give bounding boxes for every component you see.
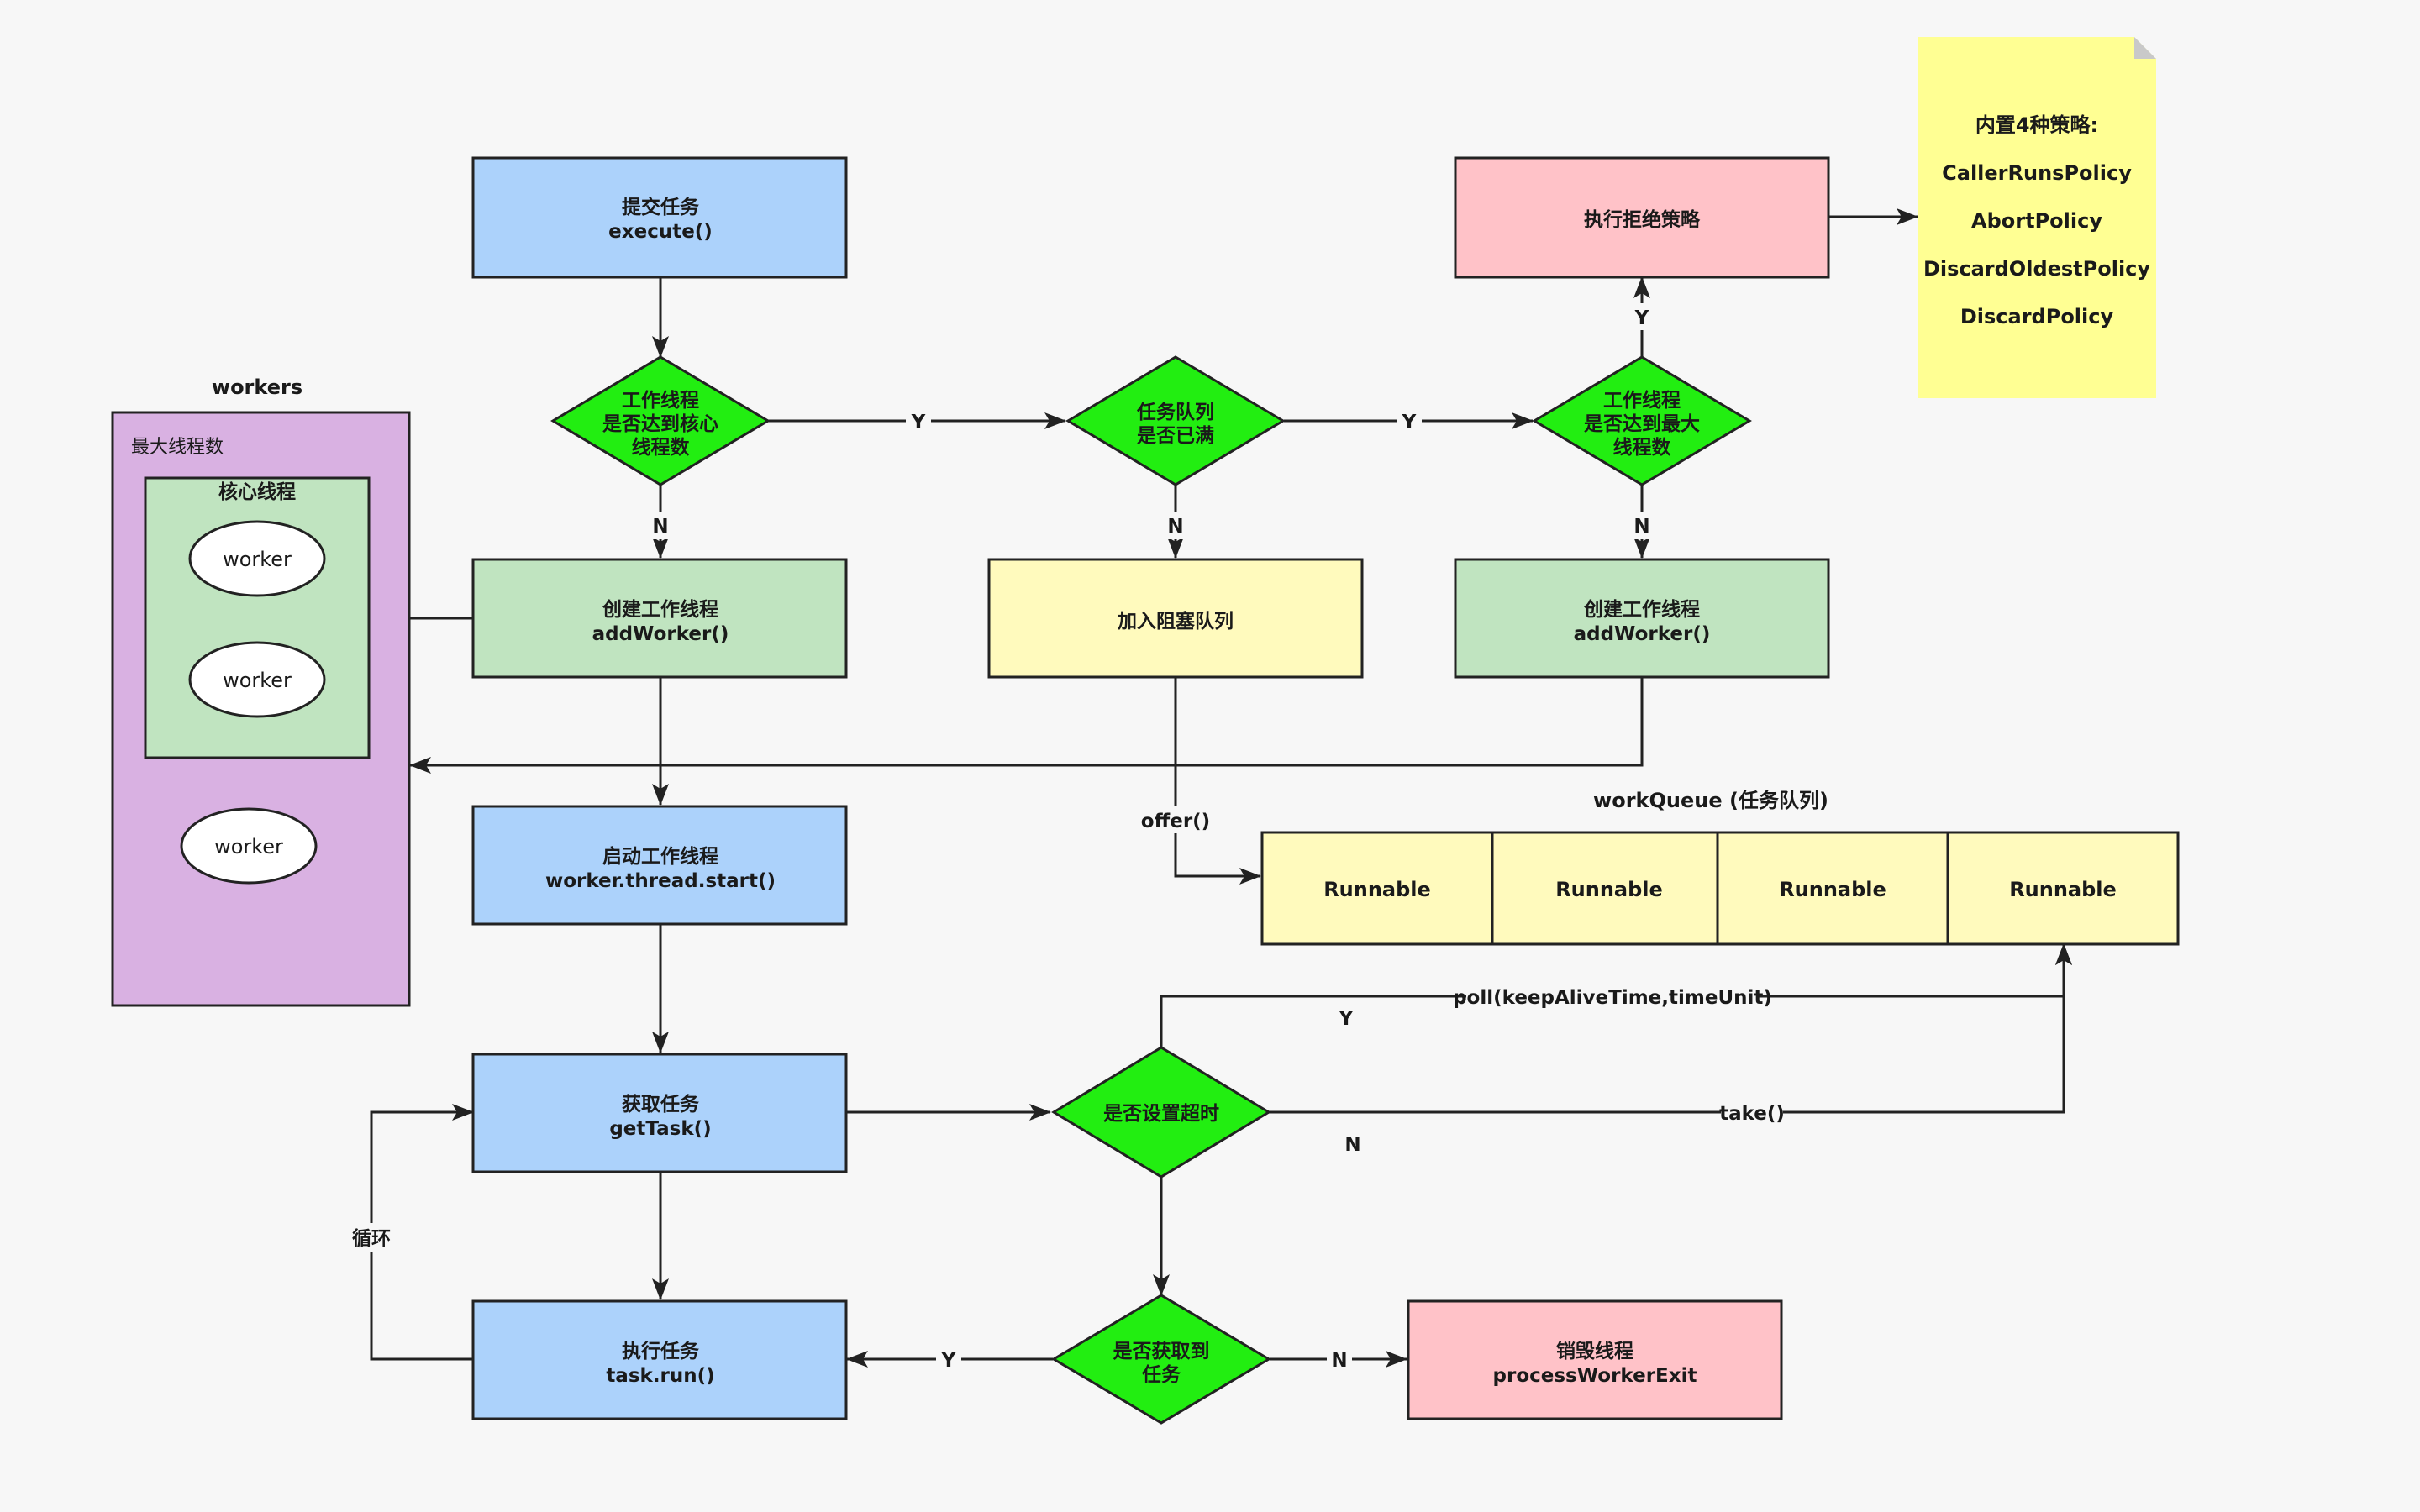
core-check-line1: 工作线程 xyxy=(622,389,699,412)
work-queue-title: workQueue (任务队列) xyxy=(1593,789,1828,812)
edge-add-queue-offer xyxy=(1174,677,1261,885)
core-worker-2 xyxy=(188,641,326,718)
destroy-line2: processWorkerExit xyxy=(1493,1365,1697,1387)
work-queue-slot-4 xyxy=(1946,831,2180,946)
create-worker-2-box xyxy=(1454,558,1830,679)
add-queue-line1: 加入阻塞队列 xyxy=(1117,610,1234,633)
run-task-line1: 执行任务 xyxy=(622,1340,700,1362)
label-got-task-yes: Y xyxy=(941,1350,956,1372)
submit-box xyxy=(471,156,848,279)
start-worker-box xyxy=(471,805,848,926)
core-worker-2-label: worker xyxy=(223,669,292,692)
max-check-line3: 线程数 xyxy=(1613,436,1672,459)
queue-full-diamond xyxy=(1065,355,1286,486)
label-queue-full-no: N xyxy=(1167,516,1183,538)
label-core-check-no: N xyxy=(652,516,668,538)
core-worker-1 xyxy=(188,520,326,597)
core-worker-1-label: worker xyxy=(223,548,292,571)
work-queue-item-2: Runnable xyxy=(1555,878,1663,901)
edge-take xyxy=(1269,943,2072,1114)
max-check-line1: 工作线程 xyxy=(1603,389,1681,412)
policies-note-body xyxy=(1918,37,2156,398)
label-offer: offer() xyxy=(1141,811,1210,832)
policy-caller-runs: CallerRunsPolicy xyxy=(1942,161,2132,185)
work-queue-slot-2 xyxy=(1491,831,1719,946)
label-poll-yes: Y xyxy=(1339,1008,1354,1030)
create-worker-1-line1: 创建工作线程 xyxy=(602,598,718,621)
edge-create-worker-2-to-workers xyxy=(409,677,1644,774)
node-labels: 提交任务 execute() 执行拒绝策略 工作线程 是否达到核心 线程数 任务… xyxy=(545,196,1710,1387)
run-task-line2: task.run() xyxy=(606,1365,714,1387)
label-loop: 循环 xyxy=(352,1227,391,1250)
decision-nodes xyxy=(550,355,1752,1425)
run-task-box xyxy=(471,1299,848,1420)
workers-title: workers xyxy=(212,375,302,399)
timeout-diamond xyxy=(1051,1046,1271,1179)
work-queue: workQueue (任务队列) Runnable Runnable Runna… xyxy=(1260,789,2180,946)
queue-full-line2: 是否已满 xyxy=(1137,425,1214,447)
work-queue-item-3: Runnable xyxy=(1779,878,1886,901)
policies-title: 内置4种策略: xyxy=(1975,113,2098,137)
work-queue-item-4: Runnable xyxy=(2009,878,2117,901)
policies-note-fold xyxy=(2134,37,2156,59)
got-task-line1: 是否获取到 xyxy=(1113,1341,1210,1362)
reject-box xyxy=(1454,156,1830,279)
get-task-line1: 获取任务 xyxy=(622,1093,700,1116)
start-worker-line2: worker.thread.start() xyxy=(545,870,776,892)
max-check-line2: 是否达到最大 xyxy=(1584,413,1700,435)
core-threads-label: 核心线程 xyxy=(218,480,296,503)
start-worker-line1: 启动工作线程 xyxy=(602,845,718,868)
work-queue-item-1: Runnable xyxy=(1323,878,1431,901)
get-task-line2: getTask() xyxy=(609,1118,711,1140)
connectors xyxy=(370,208,2072,1368)
core-check-line2: 是否达到核心 xyxy=(602,412,718,435)
extra-worker xyxy=(180,807,318,885)
work-queue-slot-1 xyxy=(1260,831,1494,946)
label-max-check-yes: Y xyxy=(1634,307,1649,329)
edge-labels: Y Y Y N N N offer() poll(keepAliveTime,t… xyxy=(348,303,1785,1373)
get-task-box xyxy=(471,1053,848,1173)
policy-abort: AbortPolicy xyxy=(1971,209,2102,233)
workers-panel: workers 最大线程数 核心线程 worker worker worker xyxy=(111,375,411,1007)
queue-full-line1: 任务队列 xyxy=(1136,401,1214,423)
label-core-check-yes: Y xyxy=(911,412,926,433)
submit-line1: 提交任务 xyxy=(622,196,700,218)
timeout-line1: 是否设置超时 xyxy=(1103,1103,1219,1125)
create-worker-1-box xyxy=(471,558,848,679)
create-worker-2-line2: addWorker() xyxy=(1574,623,1711,645)
policies-note: 内置4种策略: CallerRunsPolicy AbortPolicy Dis… xyxy=(1918,37,2156,398)
reject-line1: 执行拒绝策略 xyxy=(1584,208,1701,231)
core-check-diamond xyxy=(550,355,771,486)
create-worker-2-line1: 创建工作线程 xyxy=(1583,598,1700,621)
label-poll: poll(keepAliveTime,timeUnit) xyxy=(1453,987,1772,1009)
create-worker-1-line2: addWorker() xyxy=(592,623,729,645)
label-take-no: N xyxy=(1344,1134,1360,1156)
label-take: take() xyxy=(1719,1103,1785,1125)
policy-discard-oldest: DiscardOldestPolicy xyxy=(1923,257,2150,281)
core-check-line3: 线程数 xyxy=(632,436,691,459)
submit-line2: execute() xyxy=(608,221,713,243)
work-queue-slot-3 xyxy=(1716,831,1949,946)
add-queue-box xyxy=(987,558,1364,679)
process-nodes xyxy=(471,156,1830,1420)
label-max-check-no: N xyxy=(1634,516,1649,538)
label-queue-full-yes: Y xyxy=(1402,412,1417,433)
got-task-line2: 任务 xyxy=(1141,1363,1181,1386)
destroy-box xyxy=(1407,1299,1783,1420)
max-check-diamond xyxy=(1532,355,1752,486)
destroy-line1: 销毁线程 xyxy=(1556,1340,1634,1362)
extra-worker-label: worker xyxy=(214,835,283,858)
label-got-task-no: N xyxy=(1331,1350,1347,1372)
max-threads-label: 最大线程数 xyxy=(131,437,224,458)
policy-discard: DiscardPolicy xyxy=(1960,305,2114,328)
got-task-diamond xyxy=(1051,1294,1271,1425)
